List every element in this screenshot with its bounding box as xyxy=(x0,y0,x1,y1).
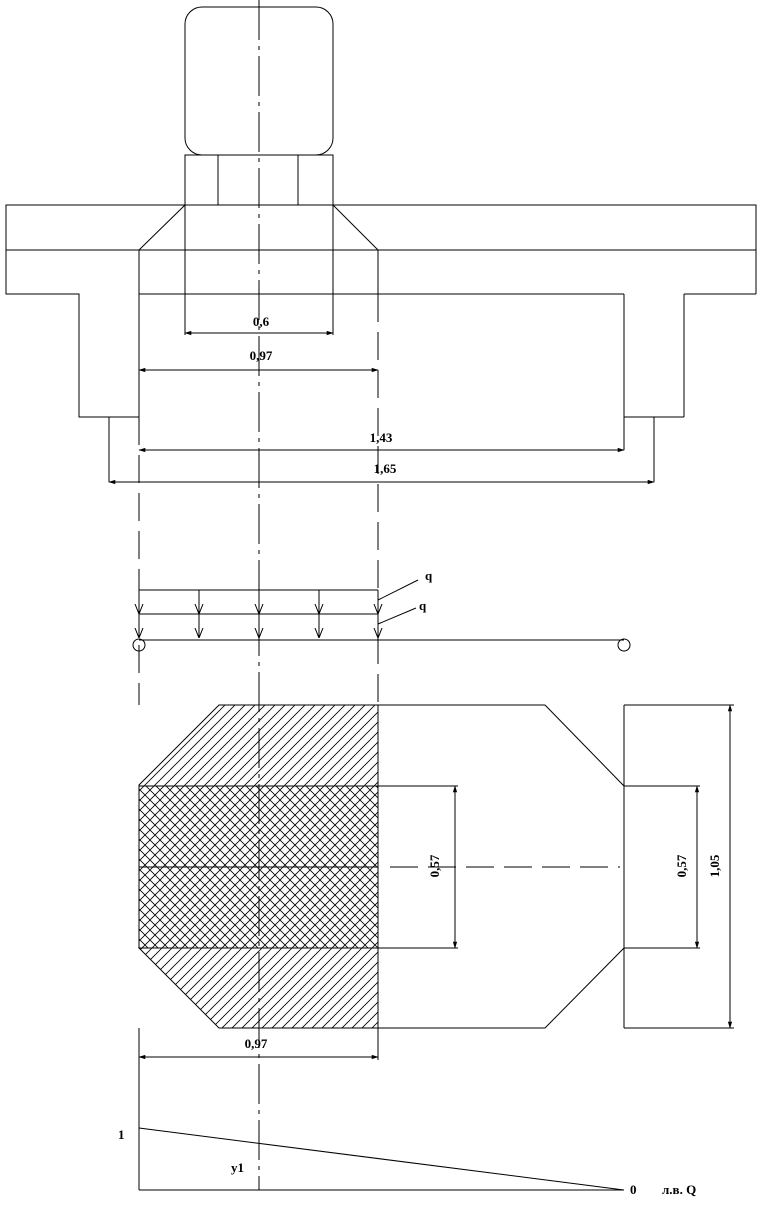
leader-q-upper xyxy=(377,579,419,601)
slab-outline xyxy=(5,250,110,482)
dim-label: 0,97 xyxy=(245,1036,268,1051)
dimension-0-97-bottom: 0,97 xyxy=(138,1036,379,1060)
plan-view xyxy=(137,704,734,1190)
support-right xyxy=(617,638,631,652)
dimension-1-43: 1,43 xyxy=(138,430,625,453)
dimension-0-57-left: 0,57 xyxy=(427,785,458,949)
influence-line: 1 y1 0 л.в. Q xyxy=(118,1127,696,1197)
ordinate-right-label: 0 xyxy=(630,1182,637,1197)
dim-label: 0,6 xyxy=(253,314,270,329)
influence-diagonal xyxy=(138,1127,625,1191)
dimension-0-6: 0,6 xyxy=(184,314,334,336)
deck-section xyxy=(5,204,757,482)
pavement-layer xyxy=(5,204,757,251)
dimension-1-05: 1,05 xyxy=(707,704,733,1029)
hatch-upper xyxy=(138,704,379,787)
hatch-lower xyxy=(137,947,379,1029)
dim-label: 1,05 xyxy=(707,854,722,877)
dim-label: 1,43 xyxy=(370,430,393,445)
load-scheme: q q xyxy=(132,568,631,652)
load-spread-left xyxy=(138,204,186,251)
leader-q-lower xyxy=(377,607,417,625)
dim-label: 0,97 xyxy=(250,348,273,363)
q-label-upper: q xyxy=(425,568,433,583)
dimension-1-65: 1,65 xyxy=(108,461,655,485)
ordinate-left-label: 1 xyxy=(118,1127,125,1142)
ordinate-mid-label: y1 xyxy=(231,1160,244,1175)
influence-line-title: л.в. Q xyxy=(662,1182,696,1197)
dim-label: 1,65 xyxy=(374,461,397,476)
dimension-0-97-top: 0,97 xyxy=(138,348,379,373)
support-left xyxy=(132,638,146,652)
dim-label: 0,57 xyxy=(674,854,689,877)
q-label-lower: q xyxy=(419,598,427,613)
load-spread-right xyxy=(332,204,379,251)
load-arrows xyxy=(139,590,378,638)
dimension-0-57-right: 0,57 xyxy=(674,785,700,949)
dim-label: 0,57 xyxy=(427,854,442,877)
